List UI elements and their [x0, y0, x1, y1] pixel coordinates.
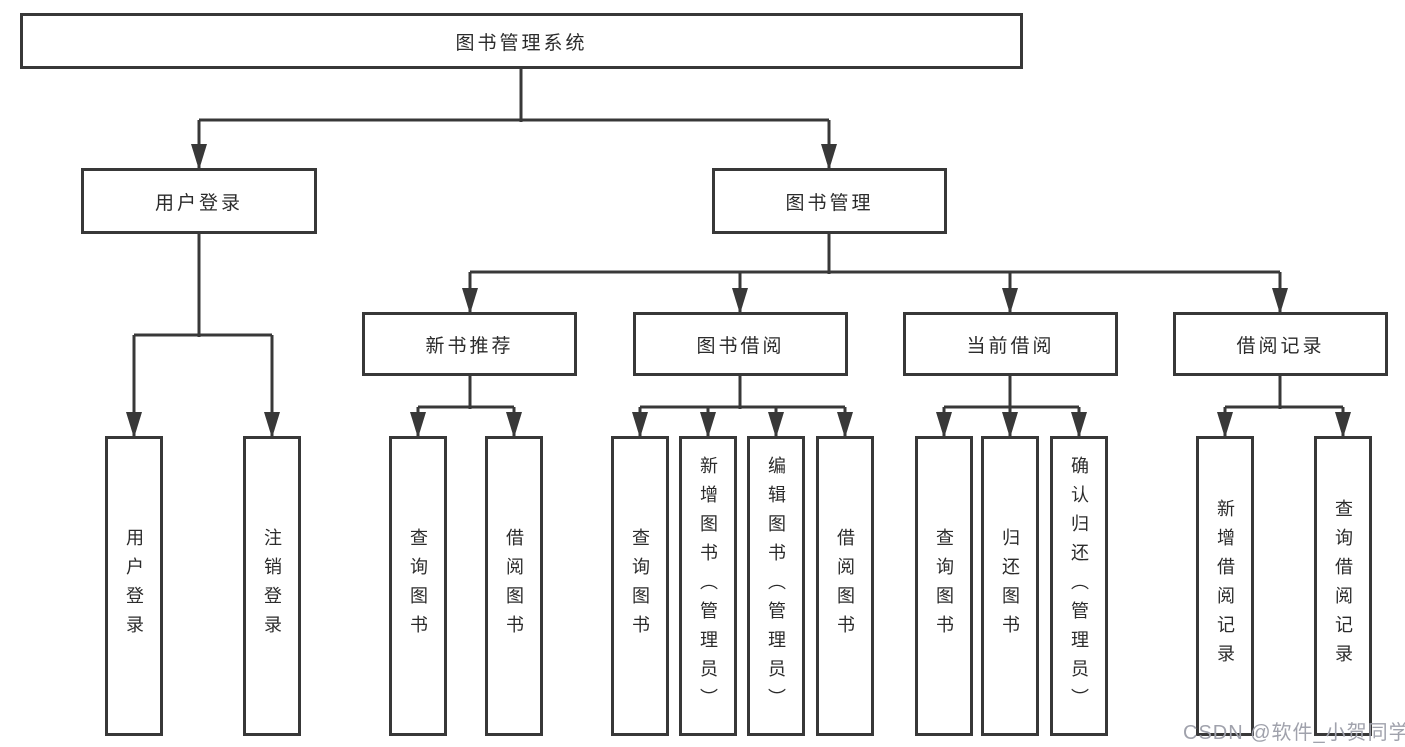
- leaf-query-books-current: 查询图书: [915, 436, 973, 736]
- leaf-return-books: 归还图书: [981, 436, 1039, 736]
- leaf-add-borrow-record: 新增借阅记录: [1196, 436, 1254, 736]
- node-new-book-recommendation: 新书推荐: [362, 312, 577, 376]
- leaf-query-books-borrowing: 查询图书: [611, 436, 669, 736]
- node-user-login: 用户登录: [81, 168, 317, 234]
- node-current-borrowing: 当前借阅: [903, 312, 1118, 376]
- node-book-borrowing: 图书借阅: [633, 312, 848, 376]
- leaf-user-login: 用户登录: [105, 436, 163, 736]
- leaf-query-borrow-record: 查询借阅记录: [1314, 436, 1372, 736]
- leaf-logout: 注销登录: [243, 436, 301, 736]
- leaf-query-books-recommend: 查询图书: [389, 436, 447, 736]
- leaf-confirm-return-admin: 确认归还（管理员）: [1050, 436, 1108, 736]
- leaf-add-book-admin: 新增图书（管理员）: [679, 436, 737, 736]
- leaf-borrow-books-recommend: 借阅图书: [485, 436, 543, 736]
- leaf-borrow-books: 借阅图书: [816, 436, 874, 736]
- node-book-management: 图书管理: [712, 168, 947, 234]
- node-borrowing-records: 借阅记录: [1173, 312, 1388, 376]
- csdn-watermark: CSDN @软件_小贺同学: [1183, 722, 1405, 744]
- leaf-edit-book-admin: 编辑图书（管理员）: [747, 436, 805, 736]
- node-library-system: 图书管理系统: [20, 13, 1023, 69]
